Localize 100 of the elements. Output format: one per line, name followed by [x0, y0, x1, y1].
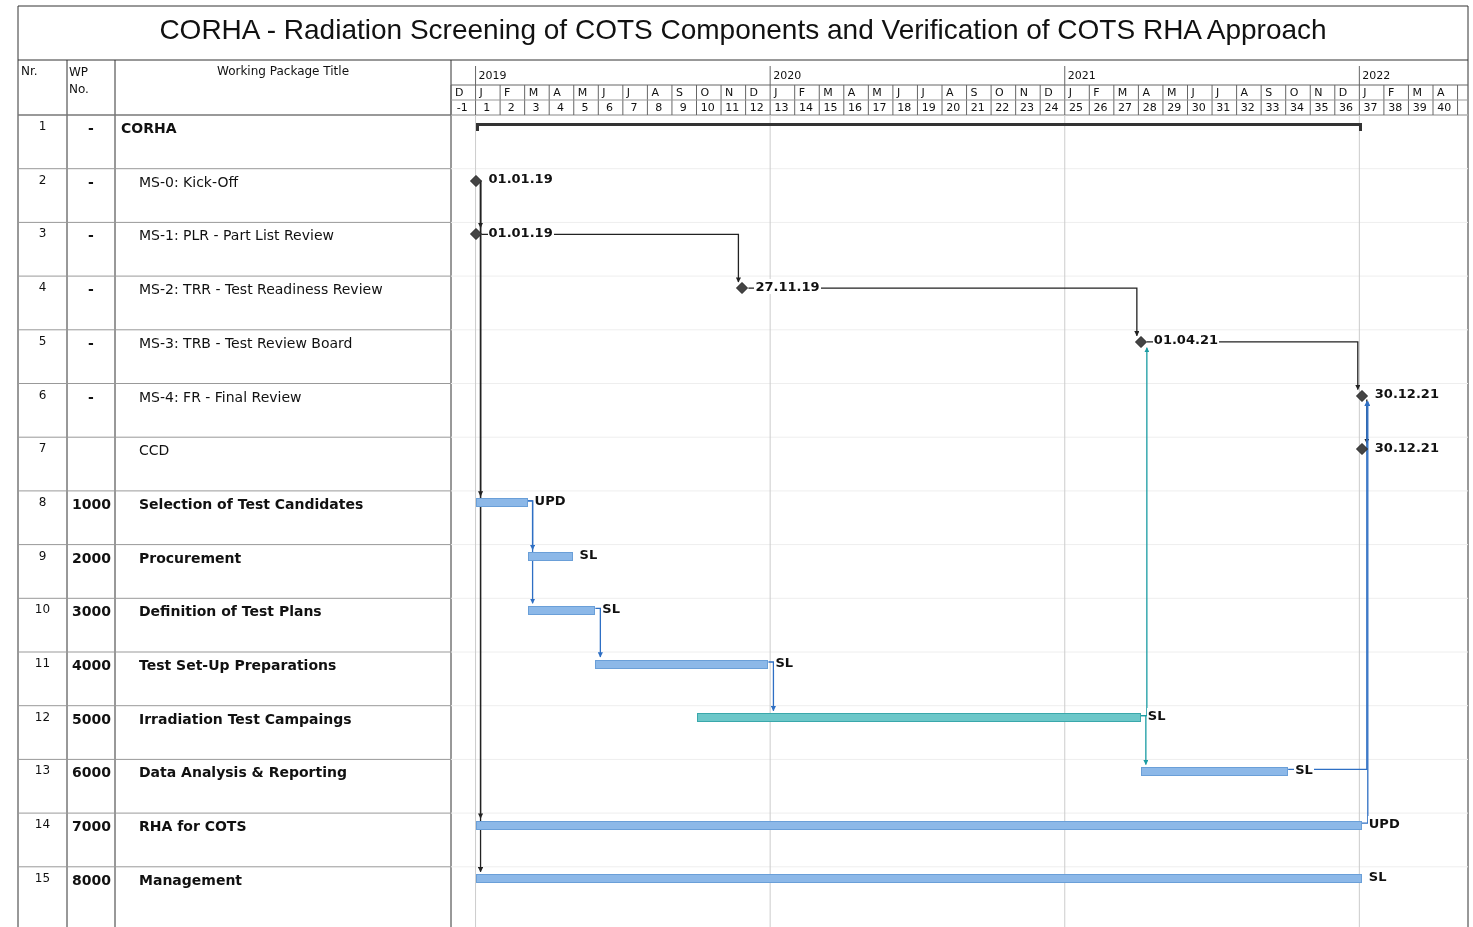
month-number: 21 — [969, 101, 986, 114]
dependency-arrow — [594, 607, 603, 658]
wp-number: 1000 — [72, 495, 111, 512]
month-label: J — [1363, 86, 1367, 99]
month-number: 25 — [1068, 101, 1084, 114]
month-label: A — [1240, 86, 1249, 99]
month-label: F — [504, 86, 511, 99]
month-number: 39 — [1411, 101, 1428, 114]
year-label: 2019 — [478, 69, 507, 82]
month-label: M — [872, 86, 882, 99]
task-bar — [1140, 766, 1289, 776]
task-name: Irradiation Test Campaings — [139, 710, 352, 727]
month-label: F — [1387, 86, 1395, 99]
month-number: 20 — [945, 101, 962, 114]
month-label: J — [479, 86, 483, 99]
column-header: WP No. — [69, 64, 90, 98]
month-number: 13 — [773, 101, 790, 114]
month-number: 31 — [1215, 101, 1232, 114]
wp-number: - — [87, 120, 95, 136]
month-number: 22 — [994, 101, 1011, 114]
task-name: Management — [139, 871, 243, 888]
dependency-arrow — [1140, 347, 1150, 717]
month-number: 33 — [1264, 101, 1281, 114]
month-number: 15 — [822, 101, 839, 114]
date-label: 27.11.19 — [754, 278, 821, 294]
month-label: M — [1412, 86, 1422, 99]
year-label: 2022 — [1362, 69, 1391, 82]
month-label: N — [1314, 86, 1323, 99]
task-bar — [475, 874, 1362, 884]
task-bar — [475, 498, 528, 508]
row-number: 11 — [33, 656, 52, 670]
month-number: 32 — [1239, 101, 1256, 114]
month-number: 30 — [1190, 101, 1207, 114]
task-name: MS-2: TRR - Test Readiness Review — [139, 281, 383, 298]
month-number: 17 — [871, 101, 888, 114]
task-name: MS-4: FR - Final Review — [139, 388, 302, 405]
month-label: D — [1044, 86, 1053, 99]
wp-number: 4000 — [72, 657, 111, 673]
task-name: MS-1: PLR - Part List Review — [139, 227, 334, 244]
month-label: O — [1289, 86, 1299, 99]
row-number: 12 — [33, 709, 52, 724]
chart-title: CORHA - Radiation Screening of COTS Components and Verification of COTS RHA Approach — [158, 14, 1328, 46]
month-label: M — [1166, 86, 1177, 99]
month-label: S — [1265, 86, 1273, 99]
task-name: Data Analysis & Reporting — [139, 764, 347, 781]
column-header: Working Package Title — [216, 64, 350, 78]
row-number: 1 — [37, 119, 48, 133]
month-label: S — [970, 86, 978, 99]
task-name: CORHA — [121, 120, 177, 136]
month-number: 3 — [531, 101, 541, 114]
wp-number: - — [87, 388, 95, 405]
dependency-arrow — [767, 661, 777, 712]
row-number: 10 — [33, 602, 52, 617]
month-label: J — [626, 86, 631, 99]
wp-number: 8000 — [72, 871, 111, 888]
task-name: Test Set-Up Preparations — [139, 657, 337, 673]
wp-number: 6000 — [72, 764, 111, 781]
month-number: 28 — [1141, 101, 1158, 114]
row-number: 14 — [33, 817, 52, 832]
row-number: 9 — [37, 548, 48, 563]
month-number: 7 — [629, 101, 639, 114]
month-number: 5 — [580, 101, 590, 114]
row-number: 4 — [37, 280, 48, 295]
month-number: 27 — [1117, 101, 1134, 114]
month-label: D — [1338, 86, 1348, 99]
month-label: J — [774, 86, 778, 99]
month-number: 1 — [482, 101, 492, 114]
month-number: -1 — [455, 101, 469, 114]
row-number: 3 — [37, 226, 48, 241]
month-number: 4 — [555, 101, 565, 114]
month-number: 29 — [1166, 101, 1183, 114]
month-label: A — [946, 86, 954, 99]
month-label: F — [1093, 86, 1100, 99]
month-label: J — [602, 86, 606, 99]
row-number: 2 — [37, 172, 48, 187]
month-label: S — [675, 86, 683, 99]
month-label: F — [798, 86, 805, 99]
task-name: Definition of Test Plans — [139, 603, 322, 620]
task-bar — [696, 713, 1141, 723]
month-number: 34 — [1288, 101, 1305, 114]
task-name: RHA for COTS — [139, 818, 247, 835]
month-number: 26 — [1092, 101, 1109, 114]
month-label: M — [528, 86, 539, 99]
row-number: 13 — [33, 763, 52, 778]
month-label: A — [847, 86, 856, 99]
wp-number: - — [87, 173, 95, 190]
month-label: M — [577, 86, 588, 99]
month-label: J — [896, 86, 901, 99]
month-number: 18 — [896, 101, 913, 114]
month-number: 35 — [1313, 101, 1330, 114]
month-number: 37 — [1362, 101, 1379, 114]
wp-number: - — [87, 334, 95, 351]
month-label: J — [921, 86, 925, 99]
month-label: A — [1437, 86, 1445, 99]
task-name: CCD — [139, 442, 170, 459]
month-number: 11 — [724, 101, 741, 114]
row-number: 6 — [37, 387, 48, 402]
task-bar — [475, 820, 1362, 830]
milestone-diamond — [736, 282, 749, 295]
month-label: J — [1191, 86, 1195, 99]
